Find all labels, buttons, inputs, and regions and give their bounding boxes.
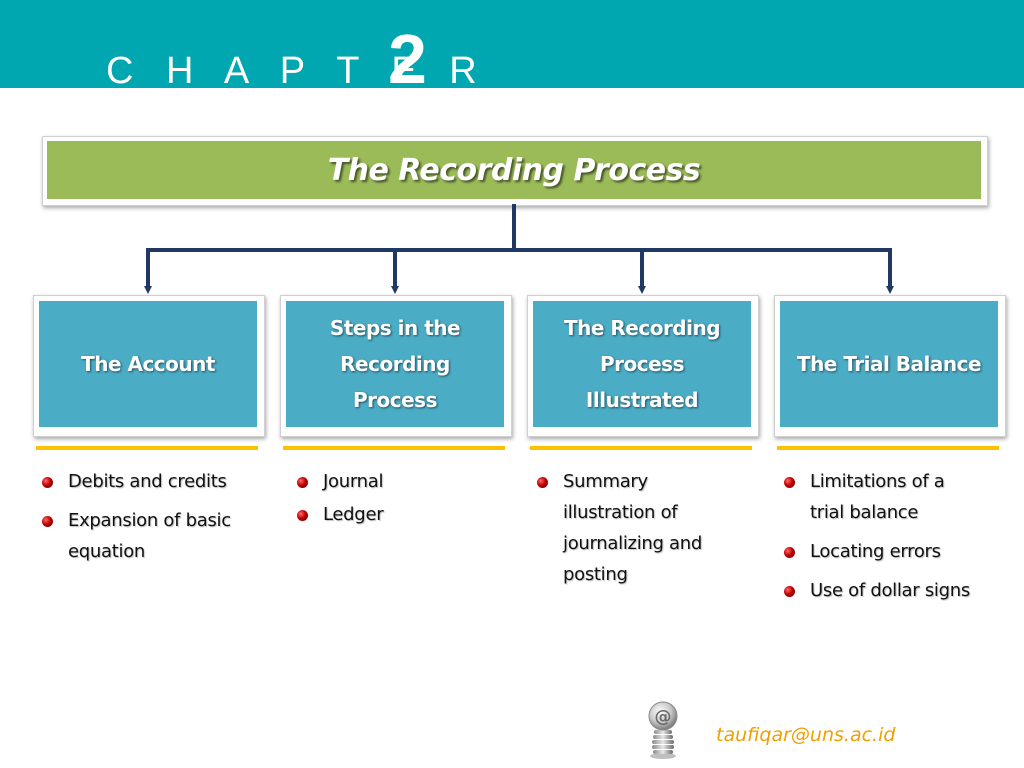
topic-box-the-account: The Account — [39, 301, 257, 427]
bullet-icon — [42, 477, 53, 488]
header-band: C H A P T E R 2 — [0, 0, 1024, 94]
bullet-list-the-account: Debits and credits Expansion of basic eq… — [42, 466, 232, 575]
topic-label: The Trial Balance — [796, 352, 982, 376]
chapter-number: 2 — [388, 20, 427, 98]
bullet-icon — [784, 547, 795, 558]
divider-rule — [36, 446, 258, 450]
bullet-icon — [784, 586, 795, 597]
list-item: Summary illustration of journalizing and… — [537, 466, 737, 590]
bullet-list-trial-balance: Limitations of a trial balance Locating … — [784, 466, 979, 614]
bullet-icon — [537, 477, 548, 488]
topic-label: The Recording Process Illustrated — [563, 316, 721, 412]
topic-label: Steps in the Recording Process — [329, 316, 461, 412]
divider-rule — [283, 446, 505, 450]
list-item: Expansion of basic equation — [42, 505, 232, 567]
bullet-icon — [784, 477, 795, 488]
topic-box-steps-in-recording-process: Steps in the Recording Process — [286, 301, 504, 427]
list-item: Journal — [297, 466, 487, 497]
divider-rule — [530, 446, 752, 450]
bullet-icon — [297, 477, 308, 488]
bullet-icon — [42, 516, 53, 527]
list-item: Debits and credits — [42, 466, 232, 497]
bullet-list-illustrated: Summary illustration of journalizing and… — [537, 466, 737, 598]
email-at-icon: @ — [648, 701, 678, 759]
list-item: Ledger — [297, 499, 487, 530]
svg-text:@: @ — [655, 707, 672, 727]
divider-rule — [777, 446, 999, 450]
bullet-icon — [297, 510, 308, 521]
topic-box-trial-balance: The Trial Balance — [780, 301, 998, 427]
bullet-list-steps: Journal Ledger — [297, 466, 487, 538]
diagram-title: The Recording Process — [327, 152, 701, 188]
email-address[interactable]: taufiqar@uns.ac.id — [716, 724, 896, 746]
chapter-label: C H A P T E R — [106, 50, 488, 92]
list-item: Locating errors — [784, 536, 979, 567]
topic-label: The Account — [81, 352, 215, 376]
topic-box-recording-process-illustrated: The Recording Process Illustrated — [533, 301, 751, 427]
title-bar: The Recording Process — [47, 141, 981, 199]
list-item: Limitations of a trial balance — [784, 466, 979, 528]
list-item: Use of dollar signs — [784, 575, 979, 606]
